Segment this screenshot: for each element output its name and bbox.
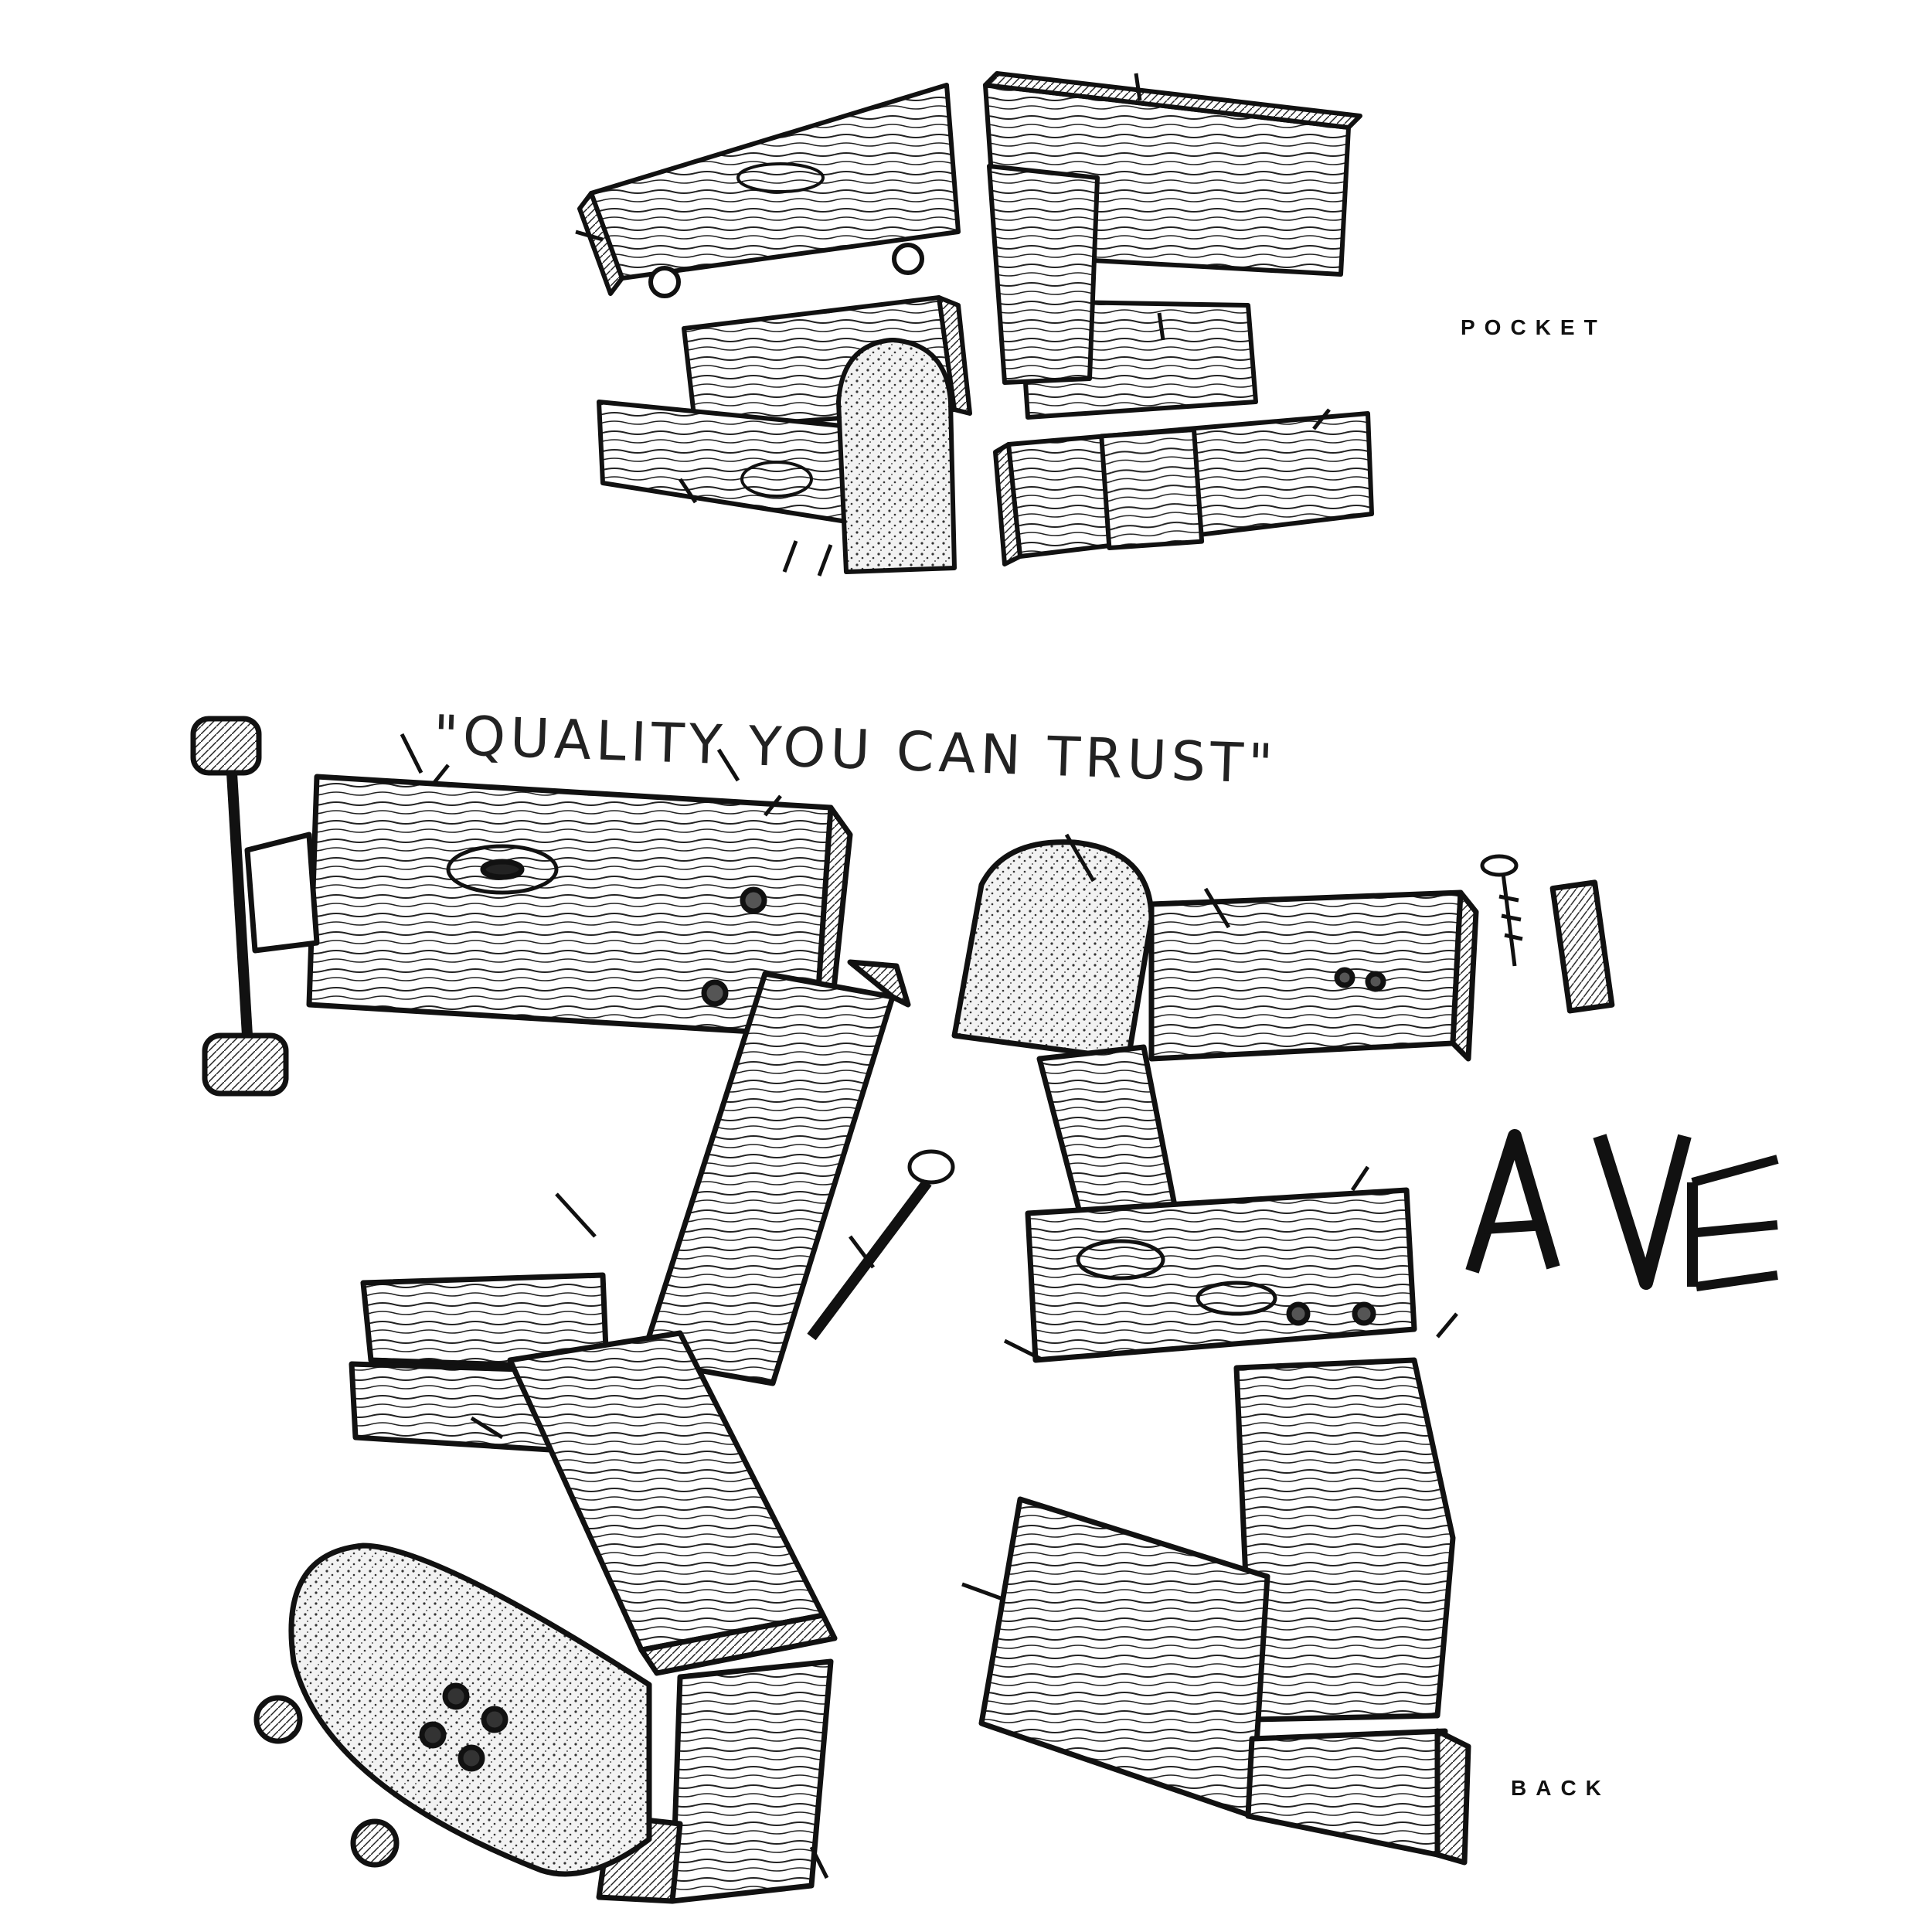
wood-plank-icon: [1233, 1357, 1456, 1723]
nail-icon: [1687, 1155, 1779, 1291]
wood-plank-icon: [1549, 879, 1615, 1014]
pocket-label: POCKET: [1461, 315, 1607, 339]
wood-plank-icon: [1593, 1134, 1692, 1290]
tagline-text: "QUALITY YOU CAN TRUST": [432, 703, 1278, 796]
wood-plank-icon: [577, 83, 961, 296]
tagline-group: "QUALITY YOU CAN TRUST": [432, 703, 1278, 796]
skateboard-deck-icon: [836, 338, 957, 574]
skateboard-wheel-icon: [350, 1818, 400, 1868]
wood-plank-icon: [349, 1272, 610, 1456]
skateboard-wheel-icon: [892, 243, 924, 275]
ave-wordmark: [1465, 1129, 1779, 1291]
pocket-logo: [575, 71, 1374, 577]
wood-plank-icon: [987, 164, 1100, 385]
skateboard-wheel-icon: [648, 266, 681, 298]
wood-plank-icon: [993, 411, 1374, 566]
back-logo: [190, 716, 1615, 1904]
skateboard-wheel-icon: [253, 1695, 303, 1744]
screw-icon: [1480, 854, 1523, 967]
wood-plank-icon: [507, 1330, 838, 1676]
skateboard-truck-icon: [190, 716, 320, 1097]
wood-plank-icon: [1465, 1129, 1560, 1274]
wood-plank-icon: [1148, 889, 1479, 1062]
wood-plank-icon: [978, 1496, 1471, 1866]
nail-icon: [400, 733, 1458, 1879]
back-label: BACK: [1511, 1776, 1611, 1800]
skateboard-deck-icon: [288, 1543, 652, 1877]
nail-icon: [575, 73, 1331, 577]
wood-plank-icon: [638, 959, 911, 1386]
wood-plank-icon: [1025, 1187, 1417, 1363]
skateboard-deck-icon: [951, 839, 1155, 1062]
wood-plank-icon: [1036, 1044, 1178, 1224]
